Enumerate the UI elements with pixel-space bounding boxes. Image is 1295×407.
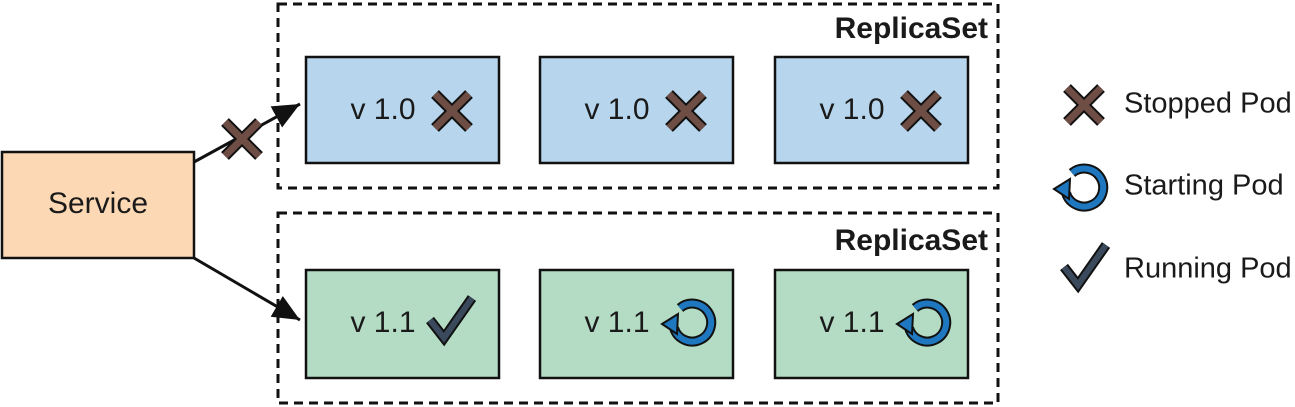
stopped-pod-icon [1067,88,1101,122]
legend-label: Running Pod [1124,253,1292,285]
replicaset-new: ReplicaSet v 1.1 v 1.1 v 1.1 [276,211,1000,405]
pod-version-label: v 1.0 [350,93,415,126]
starting-pod-icon [1054,169,1103,207]
service-label: Service [48,187,148,220]
replicaset-new-frame [276,211,1000,405]
pod-old-2: v 1.0 [538,55,735,165]
pod-new-1: v 1.1 [304,268,501,380]
service-box [0,150,196,260]
legend-label: Stopped Pod [1124,88,1292,120]
service-node: Service [0,150,196,260]
pod-version-label: v 1.0 [819,93,884,126]
pod-box [304,268,501,380]
disconnected-stopped-icon [225,122,259,156]
pod-version-label: v 1.0 [584,93,649,126]
service-to-new-replicaset-arrow [193,256,301,322]
pod-old-1: v 1.0 [304,55,501,165]
replicaset-old: ReplicaSet v 1.0 v 1.0 v 1.0 [276,2,1000,190]
pod-version-label: v 1.1 [584,306,649,339]
pod-new-2: v 1.1 [538,268,735,380]
pod-version-label: v 1.1 [350,306,415,339]
replicaset-old-frame [276,2,1000,190]
pod-box [538,268,735,380]
replicaset-new-label: ReplicaSet [835,224,988,257]
legend-label: Starting Pod [1124,170,1284,202]
pod-old-3: v 1.0 [773,55,970,165]
running-pod-icon [1064,245,1106,285]
legend-item-running: Running Pod [1064,245,1292,285]
pod-box [304,55,501,165]
pod-version-label: v 1.1 [819,306,884,339]
pod-new-3: v 1.1 [773,268,970,380]
pod-box [773,268,970,380]
legend-item-starting: Starting Pod [1054,169,1284,207]
pod-box [773,55,970,165]
pod-box [538,55,735,165]
legend-item-stopped: Stopped Pod [1067,88,1292,122]
replicaset-old-label: ReplicaSet [835,12,988,45]
legend: Stopped Pod Starting Pod Running Pod [1054,88,1292,285]
